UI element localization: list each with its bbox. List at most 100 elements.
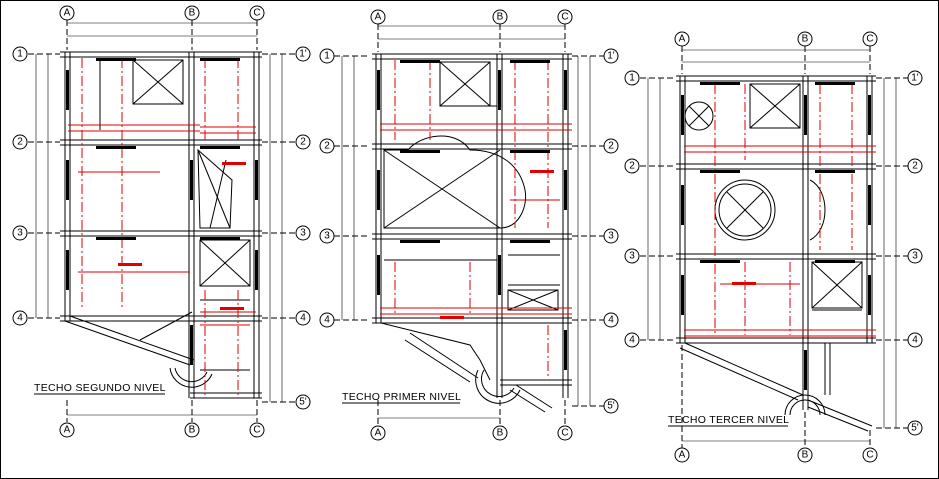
grid-label: 2 (300, 137, 306, 148)
grid-bubble-col-c-bottom (557, 425, 573, 441)
grid-bubble-col-a-top (674, 31, 690, 47)
grid-bubble-row-2-right (295, 134, 311, 150)
grid-bubble-row-1-right (907, 70, 923, 86)
grid-bubble-col-a-bottom (674, 447, 690, 463)
plan-1-title: TECHO SEGUNDO NIVEL (34, 382, 166, 394)
grid-label: C (561, 12, 568, 23)
grid-label: A (679, 34, 686, 45)
grid-bubble-col-c-top (557, 9, 573, 25)
plan-2-rebar (380, 60, 572, 378)
plan-techo-primer-nivel: A B C A B C 1 2 3 4 1' 2 3 4 (319, 9, 619, 441)
grid-bubble-col-b-top (797, 31, 813, 47)
plan-3-grid-bubbles: A B C A B C 1 2 3 4 1' 2 3 4 (624, 31, 923, 463)
grid-bubble-row-3-left (319, 228, 335, 244)
grid-label: 3 (629, 251, 635, 262)
grid-label: 2 (629, 161, 635, 172)
grid-bubble-col-b-bottom (797, 447, 813, 463)
grid-bubble-row-2-right (603, 138, 619, 154)
grid-label: A (679, 450, 686, 461)
grid-bubble-col-c-bottom (249, 422, 265, 438)
grid-label: A (375, 428, 382, 439)
grid-label: 2 (17, 137, 23, 148)
grid-bubble-col-b-bottom (184, 422, 200, 438)
grid-bubble-row-5-right (295, 394, 311, 410)
grid-bubble-row-2-left (624, 158, 640, 174)
grid-label: 1' (607, 51, 615, 62)
grid-label: 3 (324, 231, 330, 242)
plan-1-geometry (28, 20, 296, 422)
grid-bubble-row-3-right (295, 225, 311, 241)
grid-label: 2 (324, 141, 330, 152)
grid-label: B (497, 12, 504, 23)
grid-bubble-row-4-right (603, 312, 619, 328)
grid-label: B (189, 8, 196, 19)
grid-label: 1 (629, 73, 635, 84)
grid-label: 1' (911, 73, 919, 84)
plan-2-annotations (377, 60, 567, 370)
plan-2-geometry (334, 24, 604, 425)
grid-bubble-col-b-top (184, 5, 200, 21)
grid-bubble-row-3-left (12, 225, 28, 241)
grid-label: 1 (324, 51, 330, 62)
grid-bubble-row-3-right (603, 228, 619, 244)
grid-bubble-col-b-top (492, 9, 508, 25)
grid-label: C (866, 34, 873, 45)
grid-label: 3 (300, 228, 306, 239)
grid-label: 4 (912, 335, 918, 346)
grid-label: B (497, 428, 504, 439)
grid-bubble-row-5-right (907, 420, 923, 436)
grid-bubble-row-1-left (319, 48, 335, 64)
grid-bubble-col-c-top (862, 31, 878, 47)
plan-3-title: TECHO TERCER NIVEL (668, 414, 789, 426)
grid-label: 5' (299, 397, 307, 408)
grid-label: 2 (912, 161, 918, 172)
grid-label: A (375, 12, 382, 23)
grid-bubble-row-4-right (907, 332, 923, 348)
grid-bubble-col-a-top (370, 9, 386, 25)
grid-label: 1' (299, 49, 307, 60)
grid-bubble-col-b-bottom (492, 425, 508, 441)
grid-bubble-row-1-left (624, 70, 640, 86)
grid-bubble-col-c-bottom (862, 447, 878, 463)
grid-label: 1 (17, 49, 23, 60)
plan-techo-tercer-nivel: A B C A B C 1 2 3 4 1' 2 3 4 (624, 31, 923, 463)
grid-label: A (64, 425, 71, 436)
grid-bubble-row-1-right (603, 48, 619, 64)
grid-label: 3 (608, 231, 614, 242)
plan-3-red-tags (732, 282, 756, 285)
grid-bubble-row-1-left (12, 46, 28, 62)
grid-bubble-row-4-left (319, 312, 335, 328)
grid-label: C (866, 450, 873, 461)
grid-label: C (253, 8, 260, 19)
grid-bubble-row-4-right (295, 310, 311, 326)
grid-label: 4 (324, 315, 330, 326)
grid-label: 5' (607, 401, 615, 412)
grid-bubble-row-3-right (907, 248, 923, 264)
plan-1-rebar (68, 58, 256, 395)
grid-bubble-row-2-left (12, 134, 28, 150)
grid-label: B (189, 425, 196, 436)
plan-2-title: TECHO PRIMER NIVEL (342, 391, 461, 403)
plan-2-red-tags (440, 170, 554, 319)
grid-bubble-row-2-right (907, 158, 923, 174)
grid-bubble-col-c-top (249, 5, 265, 21)
plan-1-grid-bubbles: A B C A B C 1 2 3 4 1' 2 3 4 (12, 5, 311, 438)
grid-label: 4 (608, 315, 614, 326)
plan-1-annotations (66, 58, 258, 365)
grid-label: 2 (608, 141, 614, 152)
plan-3-geometry (640, 46, 908, 448)
grid-bubble-row-4-left (12, 310, 28, 326)
plan-techo-segundo-nivel: A B C A B C 1 2 3 4 1' 2 3 4 (12, 5, 311, 438)
grid-bubble-row-4-left (624, 332, 640, 348)
grid-label: C (253, 425, 260, 436)
grid-bubble-row-5-right (603, 398, 619, 414)
grid-label: B (802, 34, 809, 45)
grid-label: 5' (911, 423, 919, 434)
grid-bubble-row-1-right (295, 46, 311, 62)
grid-label: 4 (629, 335, 635, 346)
grid-label: 3 (912, 251, 918, 262)
grid-bubble-row-2-left (319, 138, 335, 154)
grid-bubble-col-a-bottom (370, 425, 386, 441)
grid-label: 4 (17, 313, 23, 324)
